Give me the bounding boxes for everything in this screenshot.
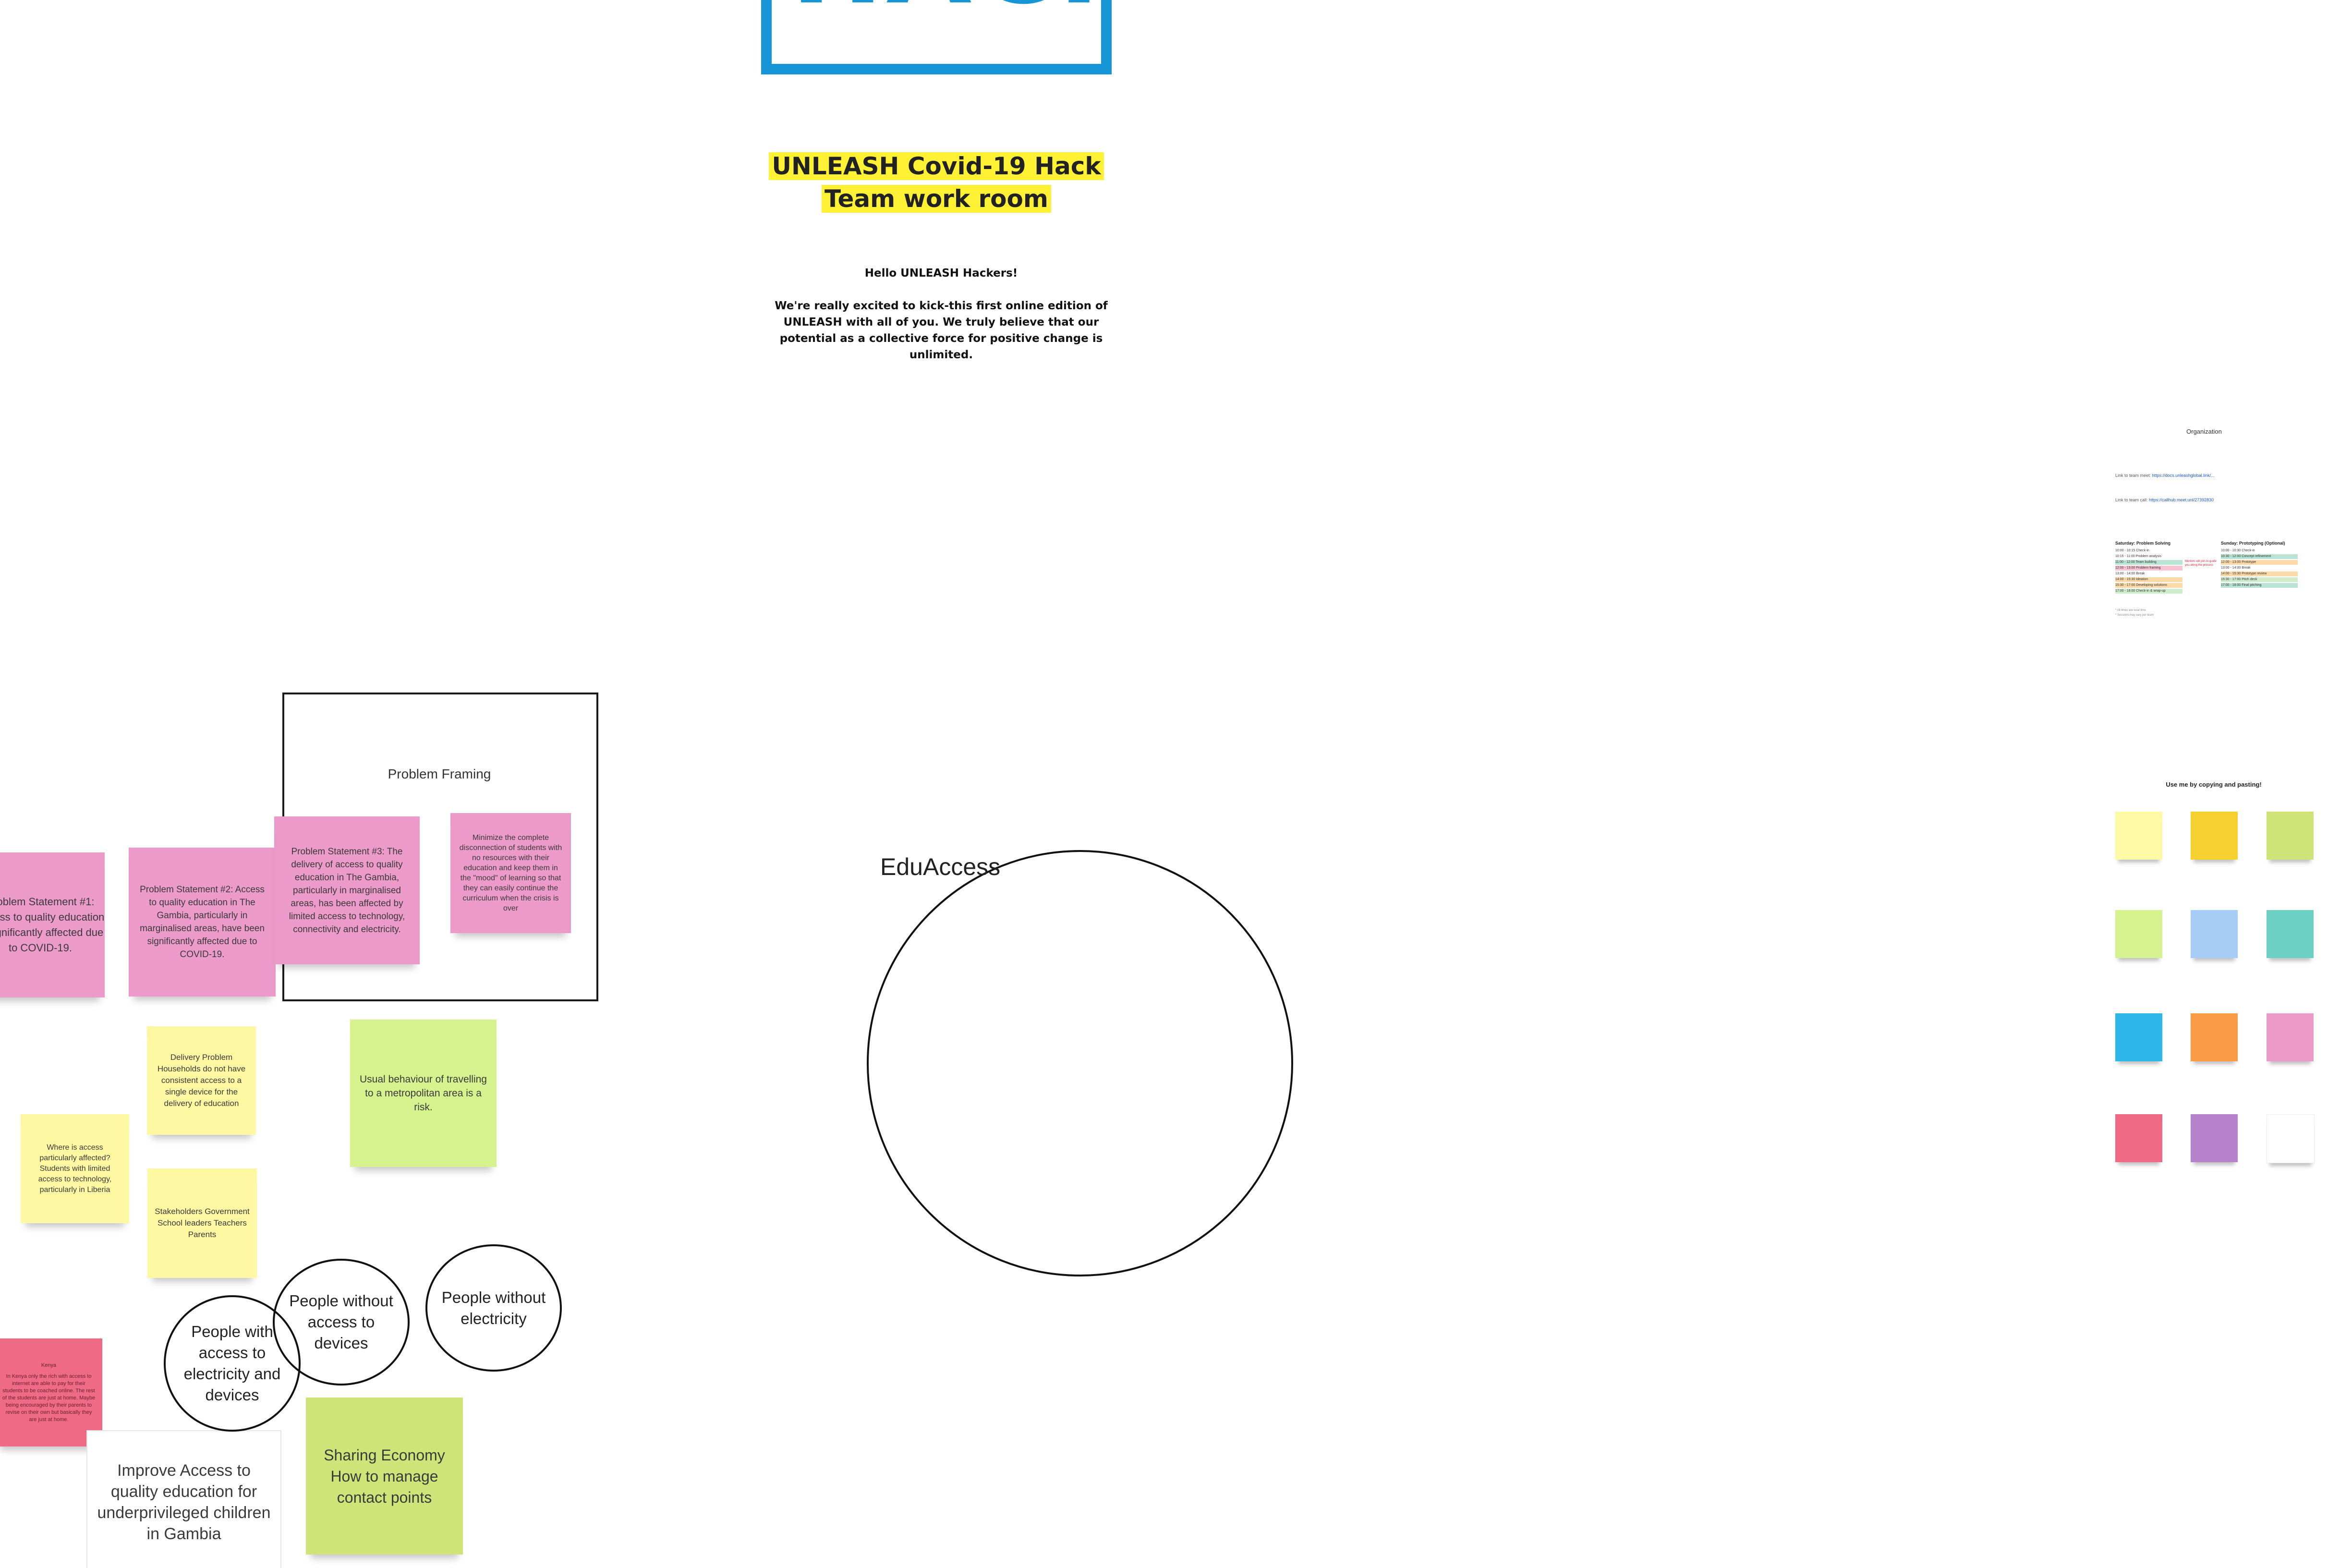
sticky-improve-access[interactable]: Improve Access to quality education for … [86,1430,281,1568]
circle-people-without-devices[interactable]: People without access to devices [273,1259,410,1386]
sunday-row: 17:00 - 18:00 Final pitching [2221,583,2298,588]
title-line-1: UNLEASH Covid-19 Hack [769,152,1104,180]
logo-text: HACKs [791,0,1101,20]
swatch-light-yellow[interactable] [2115,812,2162,860]
unleash-hacks-logo: HACKs [761,0,1112,74]
sticky-delivery-problem[interactable]: Delivery Problem Households do not have … [147,1026,256,1135]
sunday-row: 10:30 - 12:00 Concept refinement [2221,554,2298,559]
kenya-body: In Kenya only the rich with access to in… [2,1373,96,1422]
eduaccess-label[interactable]: EduAccess [880,853,1001,880]
swatch-light-blue[interactable] [2191,910,2238,958]
team-meet-url[interactable]: https://docs.unleashglobal.link/... [2152,473,2215,478]
eduaccess-circle[interactable] [867,850,1293,1276]
intro-text[interactable]: Hello UNLEASH Hackers! We're really exci… [759,265,1124,363]
sticky-problem-statement-1[interactable]: Problem Statement #1: Access to quality … [0,852,105,997]
palette-title: Use me by copying and pasting! [2166,781,2262,788]
sticky-usual-behaviour[interactable]: Usual behaviour of travelling to a metro… [350,1020,497,1167]
sunday-heading: Sunday: Prototyping (Optional) [2221,541,2285,546]
saturday-row: 17:00 - 18:00 Check-in & wrap-up [2115,589,2182,594]
saturday-row: 15:30 - 17:00 Developing solutions [2115,583,2182,588]
board-title[interactable]: UNLEASH Covid-19 Hack Team work room [749,150,1124,215]
saturday-row: 11:00 - 12:00 Team building [2115,560,2182,565]
swatch-orange[interactable] [2191,1013,2238,1061]
saturday-heading: Saturday: Problem Solving [2115,541,2171,546]
sticky-sharing-economy[interactable]: Sharing Economy How to manage contact po… [306,1398,463,1555]
sticky-stakeholders[interactable]: Stakeholders Government School leaders T… [147,1168,257,1278]
swatch-lime[interactable] [2267,812,2314,860]
sticky-kenya[interactable]: Kenya In Kenya only the rich with access… [0,1338,102,1446]
team-meet-link[interactable]: Link to team meet: https://docs.unleashg… [2115,473,2215,478]
sunday-row: 15:30 - 17:00 Pitch deck [2221,577,2298,582]
swatch-white[interactable] [2267,1114,2315,1163]
problem-framing-title: Problem Framing [388,766,491,781]
swatch-teal[interactable] [2267,910,2314,958]
intro-greeting: Hello UNLEASH Hackers! [864,267,1018,280]
saturday-row: 10:15 - 11:00 Problem analysis [2115,555,2161,558]
sunday-row: 14:00 - 15:30 Prototype review [2221,571,2298,576]
sunday-row: 12:00 - 13:00 Prototype [2221,560,2298,565]
swatch-purple[interactable] [2191,1114,2238,1162]
title-line-2: Team work room [822,185,1051,213]
swatch-cyan[interactable] [2115,1013,2162,1061]
mentor-note: Mentors will join to guide you along the… [2185,560,2217,567]
sunday-row: 10:00 - 10:30 Check-in [2221,549,2255,552]
schedule-footnote: * All times are local time [2115,609,2146,612]
sunday-row: 13:00 - 14:00 Break [2221,566,2251,570]
kenya-title: Kenya [41,1362,57,1368]
swatch-red[interactable] [2115,1114,2162,1162]
swatch-light-green[interactable] [2115,910,2162,958]
swatch-pink[interactable] [2267,1013,2314,1061]
team-call-url[interactable]: https://callhub.meet.unl/27392830 [2149,498,2214,502]
team-meet-label: Link to team meet: [2115,473,2151,478]
saturday-row: 13:00 - 14:00 Break [2115,572,2145,575]
circle-people-without-electricity[interactable]: People without electricity [425,1244,562,1372]
organization-title: Organization [2186,428,2222,435]
sticky-where-access[interactable]: Where is access particularly affected? S… [21,1114,129,1223]
schedule-footnote: * Sessions may vary per team [2115,614,2154,617]
intro-body: We're really excited to kick-this first … [775,300,1108,361]
swatch-yellow[interactable] [2191,812,2238,860]
saturday-row: 14:00 - 15:30 Ideation [2115,577,2182,582]
saturday-row: 10:00 - 10:15 Check-in [2115,549,2149,552]
sticky-minimize-disconnection[interactable]: Minimize the complete disconnection of s… [450,813,571,933]
sticky-problem-statement-3[interactable]: Problem Statement #3: The delivery of ac… [274,816,420,964]
sticky-problem-statement-2[interactable]: Problem Statement #2: Access to quality … [129,848,276,997]
saturday-row: 12:00 - 13:00 Problem framing [2115,566,2182,571]
team-call-label: Link to team call: [2115,498,2148,502]
team-call-link[interactable]: Link to team call: https://callhub.meet.… [2115,498,2214,502]
